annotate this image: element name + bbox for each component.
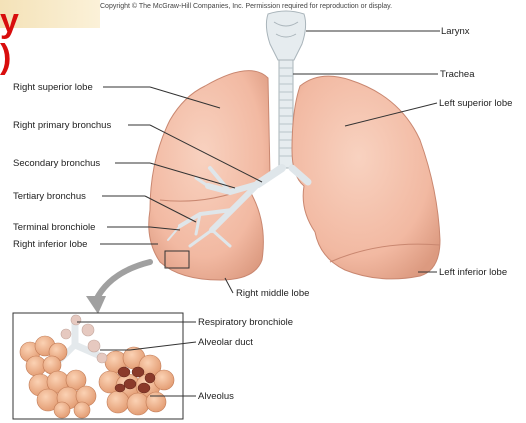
label-left-superior-lobe: Left superior lobe — [439, 98, 512, 109]
larynx-illustration — [266, 11, 305, 60]
zoom-arrow-head — [86, 296, 106, 314]
label-alveolar-duct: Alveolar duct — [198, 337, 253, 348]
left-lung — [292, 76, 440, 279]
label-right-inferior-lobe: Right inferior lobe — [13, 239, 87, 250]
label-alveolus: Alveolus — [198, 391, 234, 402]
label-trachea: Trachea — [440, 69, 475, 80]
label-secondary-bronchus: Secondary bronchus — [13, 158, 100, 169]
label-right-superior-lobe: Right superior lobe — [13, 82, 93, 93]
label-tertiary-bronchus: Tertiary bronchus — [13, 191, 86, 202]
label-right-middle-lobe: Right middle lobe — [236, 288, 309, 299]
label-terminal-bronchiole: Terminal bronchiole — [13, 222, 95, 233]
label-right-primary-bronchus: Right primary bronchus — [13, 120, 111, 131]
zoom-arrow — [96, 262, 150, 300]
label-left-inferior-lobe: Left inferior lobe — [439, 267, 507, 278]
trachea-illustration — [279, 60, 293, 168]
label-larynx: Larynx — [441, 26, 470, 37]
right-lung — [149, 71, 270, 280]
label-respiratory-bronchiole: Respiratory bronchiole — [198, 317, 293, 328]
